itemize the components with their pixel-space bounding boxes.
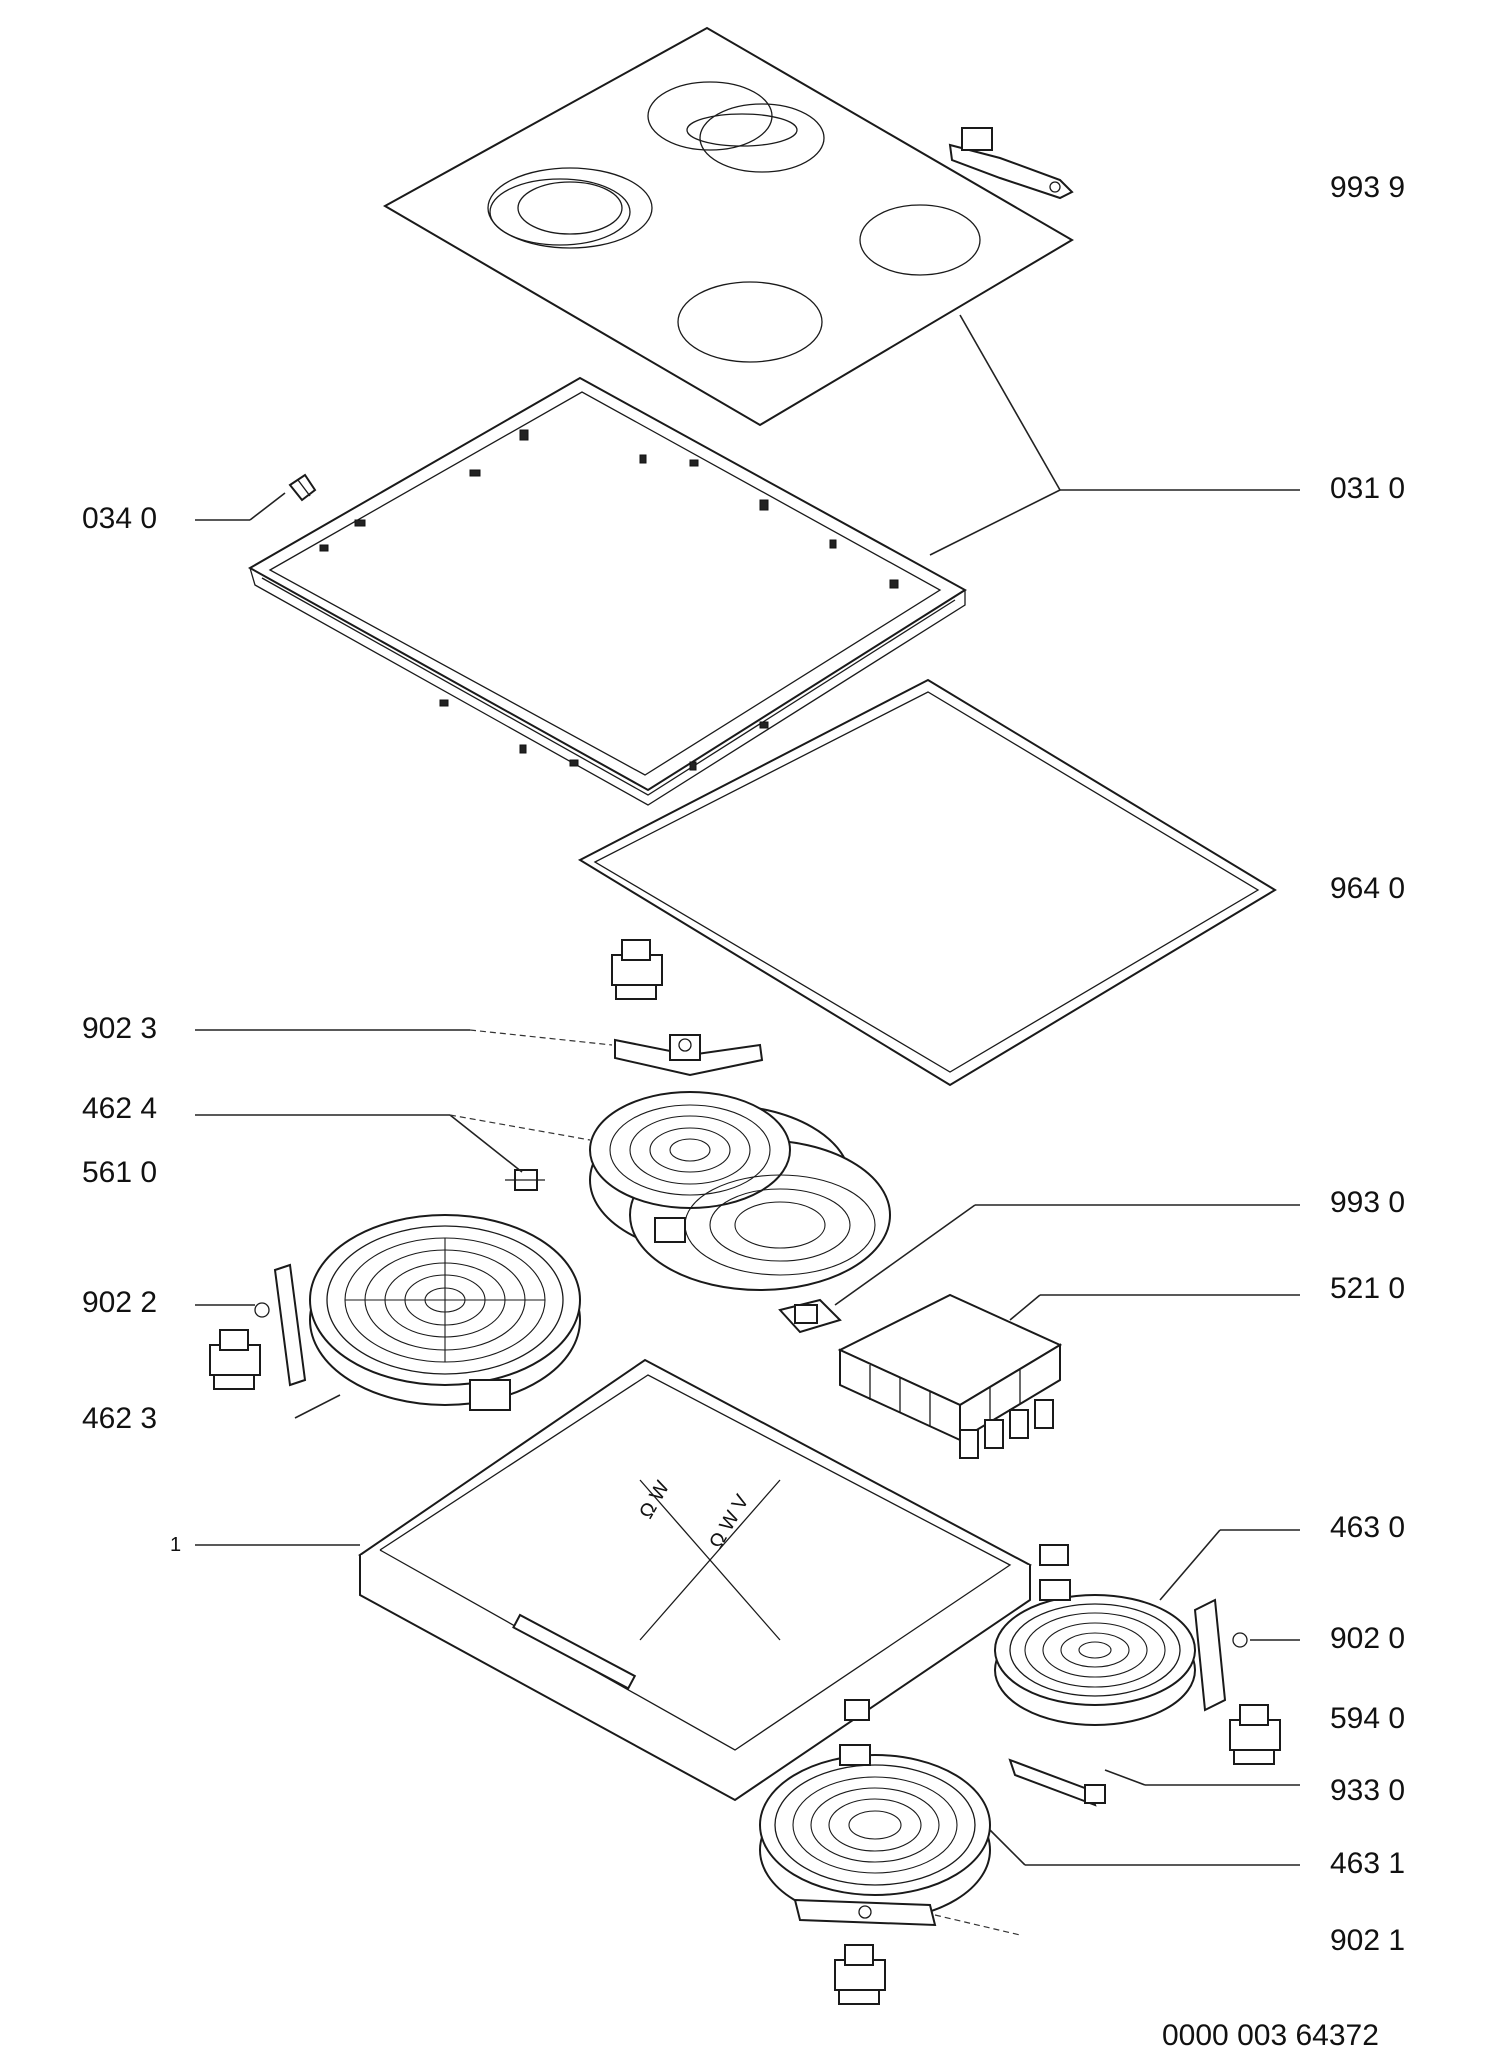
radiant-heater-round-large <box>309 1214 581 1411</box>
label-463-1: 463 1 <box>1330 1847 1405 1880</box>
label-902-3: 902 3 <box>82 1012 157 1045</box>
terminal-block-521 <box>837 1293 1063 1459</box>
label-463-0: 463 0 <box>1330 1511 1405 1544</box>
label-561-0: 561 0 <box>82 1156 157 1189</box>
label-521-0: 521 0 <box>1330 1272 1405 1305</box>
ceramic-glass-top <box>382 26 1074 427</box>
label-462-3: 462 3 <box>82 1402 157 1435</box>
temperature-limiter-594 <box>1008 1758 1106 1807</box>
label-993-0: 993 0 <box>1330 1186 1405 1219</box>
terminal-clip-993 <box>778 1298 842 1334</box>
label-993-9: 993 9 <box>1330 171 1405 204</box>
base-tray: Ω W Ω W V <box>358 1358 1032 1802</box>
drawing-number: 0000 003 64372 <box>1162 2019 1379 2052</box>
hob-frame <box>247 376 967 806</box>
label-964-0: 964 0 <box>1330 872 1405 905</box>
connector-top <box>611 939 663 1000</box>
temperature-limiter-561 <box>505 1169 545 1191</box>
bracket-902-2 <box>254 1263 307 1387</box>
connector-bottom <box>834 1944 886 2005</box>
connector-small-top-right <box>1039 1544 1069 1566</box>
label-1: 1 <box>170 1534 181 1556</box>
gasket-seal <box>577 678 1277 1087</box>
clip-034 <box>288 473 317 502</box>
label-933-0: 933 0 <box>1330 1774 1405 1807</box>
connector-right <box>1229 1704 1281 1765</box>
label-031-0: 031 0 <box>1330 472 1405 505</box>
label-902-2: 902 2 <box>82 1286 157 1319</box>
label-902-0: 902 0 <box>1330 1622 1405 1655</box>
connector-small-bottom <box>844 1699 870 1721</box>
bracket-902-1 <box>793 1898 937 1927</box>
radiant-heater-463-0 <box>994 1579 1196 1726</box>
bracket-902-0 <box>1193 1598 1248 1712</box>
connector-left <box>209 1329 261 1390</box>
bracket-clip-top <box>948 127 1074 200</box>
label-594-0: 594 0 <box>1330 1702 1405 1735</box>
radiant-heater-463-1 <box>759 1744 991 1921</box>
label-902-1: 902 1 <box>1330 1924 1405 1957</box>
part-labels: 993 9 031 0 034 0 964 0 902 3 462 4 561 … <box>82 171 1405 2052</box>
label-462-4: 462 4 <box>82 1092 157 1125</box>
leader-lines <box>195 314 1300 1936</box>
label-034-0: 034 0 <box>82 502 157 535</box>
bracket-902-3 <box>614 1034 764 1077</box>
radiant-heater-oval <box>589 1091 891 1291</box>
